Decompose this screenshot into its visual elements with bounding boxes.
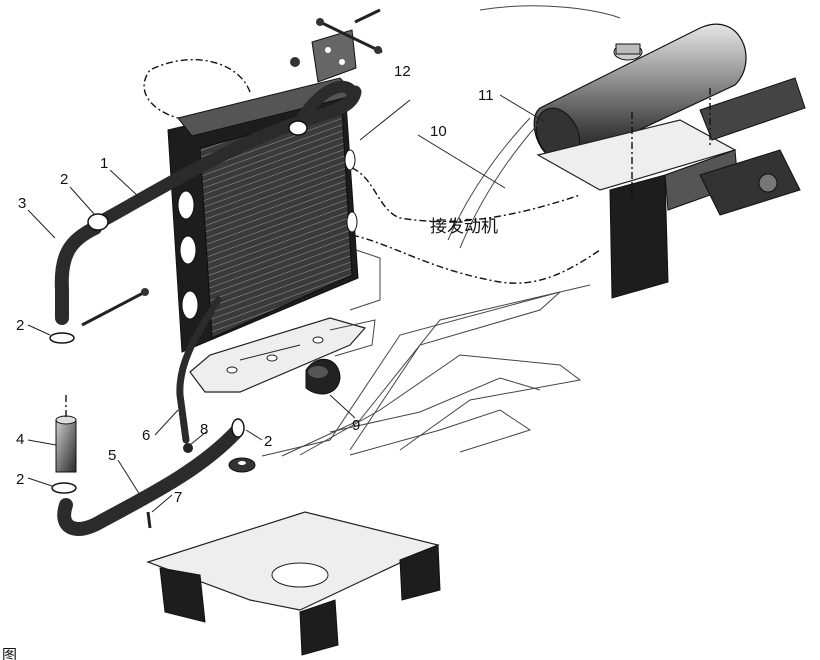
figure-corner-mark: 图: [2, 647, 17, 660]
washer: [228, 457, 256, 473]
label-part-2d: 2: [264, 433, 272, 450]
mounting-base: [146, 511, 441, 656]
expansion-tank-11: [533, 23, 747, 163]
label-part-3: 3: [18, 195, 26, 212]
elbow-hose-3: [54, 221, 102, 325]
label-part-12: 12: [394, 63, 411, 80]
hose-clamps: [49, 120, 308, 494]
nut-8: [183, 443, 193, 453]
routing-lines: [143, 5, 621, 284]
label-part-4: 4: [16, 431, 24, 448]
pipe-4: [55, 415, 77, 473]
label-part-2c: 2: [16, 471, 24, 488]
part-labels: 1 2 3 2 4 2 5 7 6 8 2 9 10 11 12 接发动机 图: [2, 63, 498, 660]
label-part-9: 9: [352, 417, 360, 434]
drain-hose-6: [176, 296, 222, 444]
fasteners: [81, 8, 383, 327]
tank-bracket: [536, 77, 806, 299]
lower-pipe-5: [57, 425, 243, 536]
leader-lines: [27, 94, 546, 513]
label-part-1: 1: [100, 155, 108, 172]
engine-connection-outline: [261, 249, 591, 457]
label-part-5: 5: [108, 447, 116, 464]
bolt-7: [146, 511, 152, 529]
label-part-2a: 2: [60, 171, 68, 188]
label-part-11: 11: [478, 87, 494, 104]
label-part-2b: 2: [16, 317, 24, 334]
label-part-10: 10: [430, 123, 447, 140]
upper-pipe-1: [93, 80, 362, 229]
label-part-7: 7: [174, 489, 182, 506]
label-part-8: 8: [200, 421, 208, 438]
hose-9: [305, 358, 341, 395]
label-part-6: 6: [142, 427, 150, 444]
engine-connection-label: 接发动机: [430, 217, 498, 237]
